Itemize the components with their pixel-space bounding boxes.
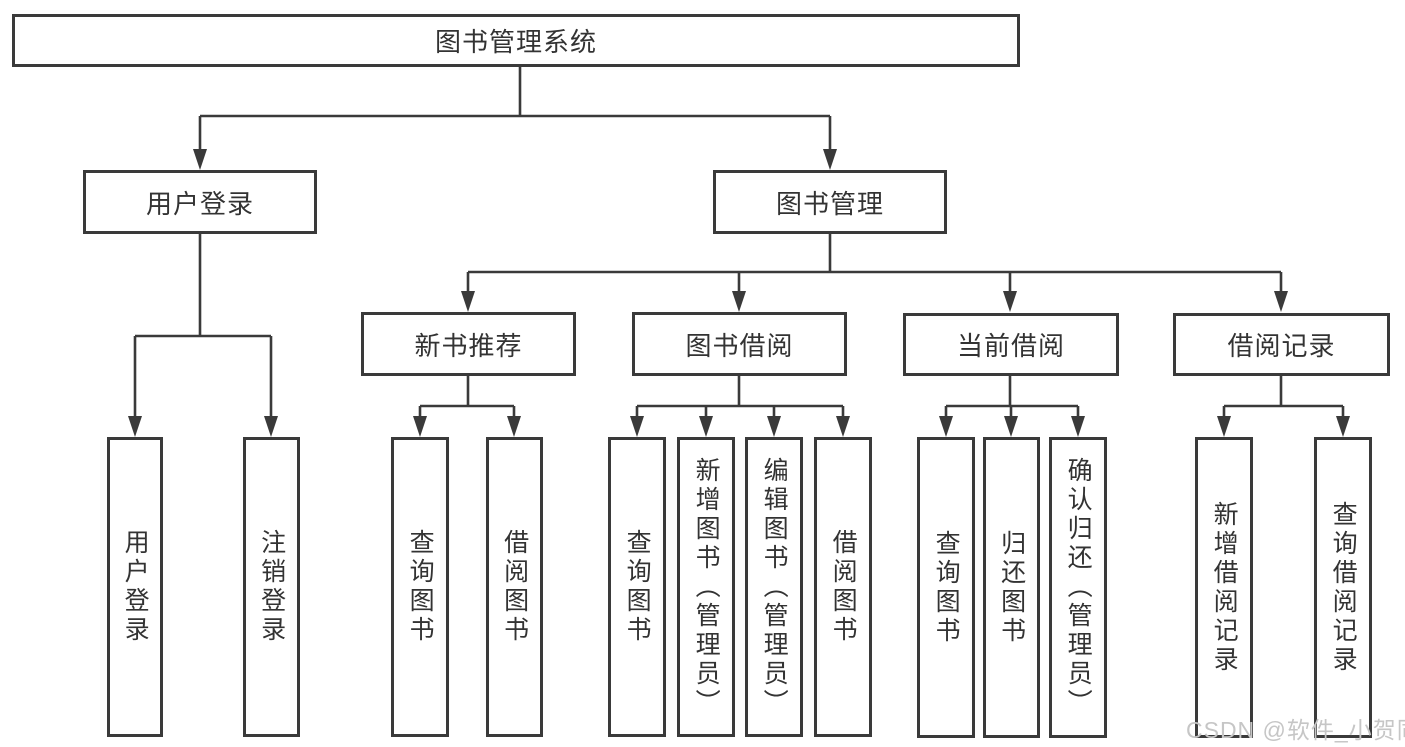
node-current-borrow: 当前借阅 bbox=[903, 313, 1119, 376]
node-book-management: 图书管理 bbox=[713, 170, 947, 234]
node-leaf-query-book-3: 查询图书 bbox=[917, 437, 975, 738]
leaf-label: 查询借阅记录 bbox=[1329, 500, 1358, 675]
node-user-login: 用户登录 bbox=[83, 170, 317, 234]
node-leaf-logout: 注销登录 bbox=[243, 437, 300, 737]
arrowheads bbox=[128, 149, 1350, 437]
node-leaf-query-borrow-record: 查询借阅记录 bbox=[1314, 437, 1372, 738]
node-leaf-add-book-admin: 新增图书（管理员） bbox=[677, 437, 735, 737]
node-leaf-user-login: 用户登录 bbox=[107, 437, 163, 737]
connector-book-mgmt-children bbox=[466, 234, 1283, 294]
leaf-label: 查询图书 bbox=[932, 529, 961, 646]
connector-user-login-children bbox=[133, 234, 273, 420]
connector-records-children bbox=[1222, 376, 1345, 420]
leaf-label: 借阅图书 bbox=[500, 529, 529, 645]
node-leaf-borrow-book-1: 借阅图书 bbox=[486, 437, 543, 737]
node-new-book-recommend: 新书推荐 bbox=[361, 312, 576, 376]
node-borrow-records: 借阅记录 bbox=[1173, 313, 1390, 376]
leaf-label: 查询图书 bbox=[406, 529, 435, 645]
watermark: CSDN @软件_小贺同学 bbox=[1186, 717, 1405, 743]
node-leaf-query-book-2: 查询图书 bbox=[608, 437, 666, 737]
leaf-label: 确认归还（管理员） bbox=[1064, 457, 1093, 718]
leaf-label: 注销登录 bbox=[257, 529, 286, 645]
node-leaf-edit-book-admin: 编辑图书（管理员） bbox=[745, 437, 803, 737]
leaf-label: 新增借阅记录 bbox=[1210, 500, 1239, 675]
node-leaf-add-borrow-record: 新增借阅记录 bbox=[1195, 437, 1253, 738]
node-leaf-borrow-book-2: 借阅图书 bbox=[814, 437, 872, 737]
leaf-label: 查询图书 bbox=[623, 529, 652, 645]
node-leaf-query-book-1: 查询图书 bbox=[391, 437, 449, 737]
leaf-label: 新增图书（管理员） bbox=[692, 456, 721, 718]
connector-borrow-children bbox=[635, 376, 845, 420]
connector-current-children bbox=[944, 376, 1080, 420]
connector-root-to-level2 bbox=[198, 67, 832, 152]
node-book-borrow: 图书借阅 bbox=[632, 312, 847, 376]
node-leaf-return-book: 归还图书 bbox=[983, 437, 1040, 738]
leaf-label: 归还图书 bbox=[997, 529, 1026, 646]
leaf-label: 用户登录 bbox=[121, 529, 150, 645]
node-leaf-confirm-return-admin: 确认归还（管理员） bbox=[1049, 437, 1107, 738]
node-root: 图书管理系统 bbox=[12, 14, 1020, 67]
leaf-label: 编辑图书（管理员） bbox=[760, 456, 789, 718]
leaf-label: 借阅图书 bbox=[829, 529, 858, 645]
connector-new-rec-children bbox=[418, 376, 516, 420]
